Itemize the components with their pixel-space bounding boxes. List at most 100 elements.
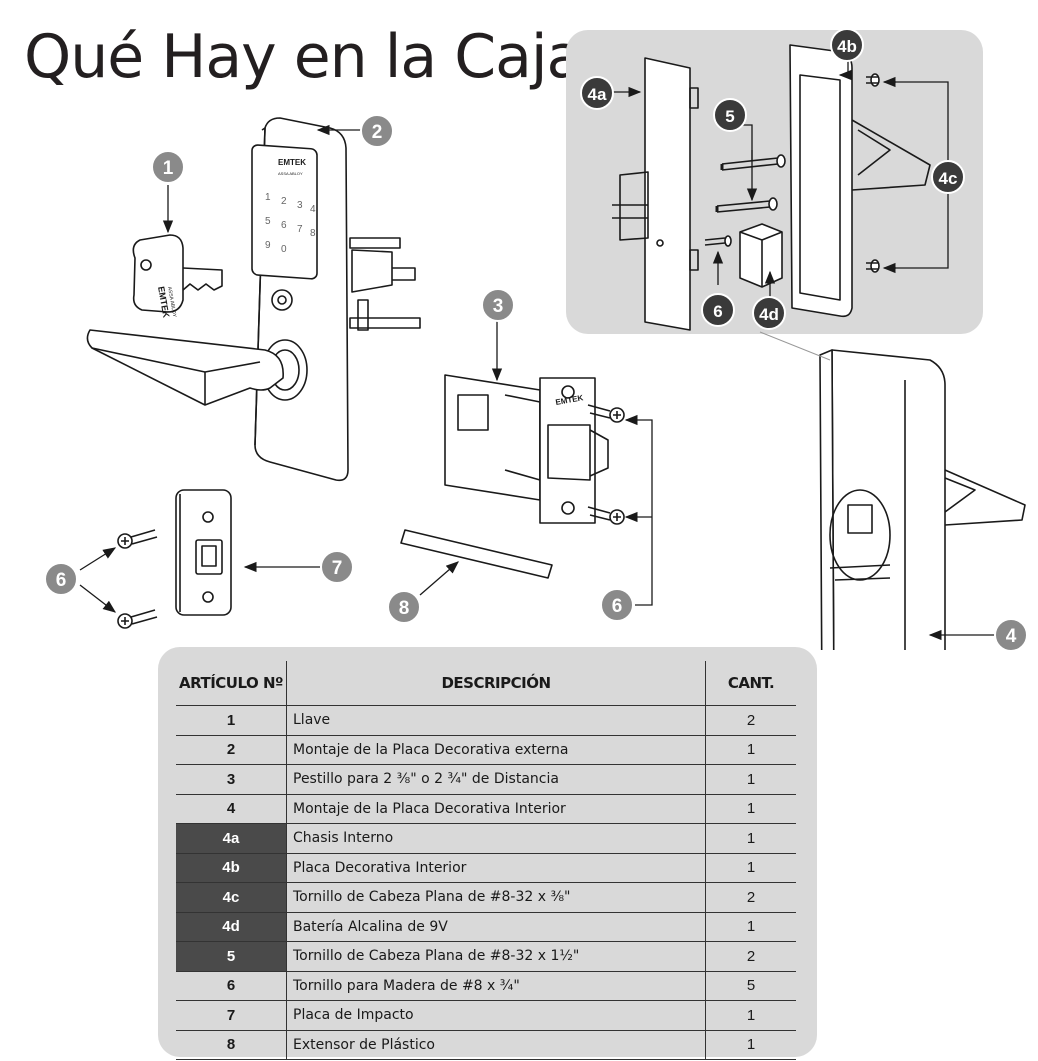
wood-screw-latch-bottom bbox=[587, 506, 625, 525]
row-item-number: 5 bbox=[176, 941, 287, 972]
row-description: Chasis Interno bbox=[286, 823, 706, 854]
row-quantity: 1 bbox=[705, 1000, 796, 1031]
keypad-digit: 4 bbox=[310, 204, 316, 215]
keypad-digit: 1 bbox=[265, 192, 271, 203]
leader-4c bbox=[890, 81, 949, 269]
keypad-sub-text: ASSA ABLOY bbox=[278, 171, 303, 176]
callout-badge-1: 1 bbox=[151, 150, 185, 184]
row-item-number: 4a bbox=[176, 823, 287, 854]
row-quantity: 2 bbox=[705, 705, 796, 736]
keypad-digit: 0 bbox=[281, 244, 287, 255]
page-title: Qué Hay en la Caja bbox=[24, 22, 583, 92]
callout-badge-2: 2 bbox=[360, 114, 394, 148]
header-item: ARTÍCULO Nº bbox=[176, 661, 287, 706]
row-quantity: 1 bbox=[705, 764, 796, 795]
row-quantity: 1 bbox=[705, 735, 796, 765]
wood-screw-latch-top bbox=[587, 404, 625, 423]
row-description: Extensor de Plástico bbox=[286, 1030, 706, 1060]
row-item-number: 1 bbox=[176, 705, 287, 736]
keypad-digit: 2 bbox=[281, 196, 287, 207]
flat-head-screw-top bbox=[720, 154, 786, 171]
leader-4b bbox=[838, 58, 852, 81]
callout-badge-7: 7 bbox=[320, 550, 354, 584]
header-qty: CANT. bbox=[705, 661, 796, 706]
row-description: Tornillo de Cabeza Plana de #8-32 x 1½" bbox=[286, 941, 706, 972]
interior-plate-illustration bbox=[789, 44, 931, 318]
row-quantity: 1 bbox=[705, 794, 796, 824]
leader-8 bbox=[419, 561, 459, 596]
callout-badge-6-inset: 6 bbox=[701, 293, 735, 327]
callout-badge-3: 3 bbox=[481, 288, 515, 322]
row-description: Llave bbox=[286, 705, 706, 736]
leader-6-bottom bbox=[79, 584, 117, 613]
callout-badge-4: 4 bbox=[994, 618, 1028, 652]
row-item-number: 3 bbox=[176, 764, 287, 795]
strike-plate-illustration bbox=[175, 489, 232, 616]
row-quantity: 1 bbox=[705, 823, 796, 854]
table-header-row: ARTÍCULO Nº DESCRIPCIÓN CANT. bbox=[176, 661, 796, 706]
row-quantity: 2 bbox=[705, 882, 796, 913]
row-description: Montaje de la Placa Decorativa externa bbox=[286, 735, 706, 765]
callout-badge-6-latch: 6 bbox=[600, 588, 634, 622]
leader-6-top bbox=[79, 547, 117, 571]
row-item-number: 8 bbox=[176, 1030, 287, 1060]
flat-head-screw-4c-top bbox=[866, 73, 880, 87]
row-description: Tornillo para Madera de #8 x ¾" bbox=[286, 971, 706, 1001]
key-sub-text: ASSA ABLOY bbox=[166, 286, 177, 318]
callout-badge-6-left: 6 bbox=[44, 562, 78, 596]
keypad-digits: 1 2 3 4 5 6 7 8 9 0 bbox=[265, 192, 316, 255]
callout-badge-5: 5 bbox=[713, 98, 747, 132]
keypad-digit: 9 bbox=[265, 240, 271, 251]
row-description: Montaje de la Placa Decorativa Interior bbox=[286, 794, 706, 824]
row-item-number: 2 bbox=[176, 735, 287, 765]
interior-escutcheon-illustration bbox=[819, 349, 1026, 650]
latch-illustration bbox=[444, 374, 609, 524]
callout-badge-4a: 4a bbox=[580, 76, 614, 110]
inset-connector-line bbox=[759, 331, 831, 361]
wood-screw-inset bbox=[704, 235, 732, 247]
row-item-number: 4 bbox=[176, 794, 287, 824]
header-description: DESCRIPCIÓN bbox=[286, 661, 706, 706]
row-quantity: 1 bbox=[705, 853, 796, 883]
row-description: Pestillo para 2 ⅜" o 2 ¾" de Distancia bbox=[286, 764, 706, 795]
row-item-number: 4d bbox=[176, 912, 287, 942]
row-item-number: 4c bbox=[176, 882, 287, 913]
exterior-escutcheon-illustration bbox=[86, 117, 421, 482]
callout-badge-4b: 4b bbox=[830, 28, 864, 62]
interior-chassis-illustration bbox=[612, 57, 699, 331]
keypad-digit: 6 bbox=[281, 220, 287, 231]
row-description: Placa Decorativa Interior bbox=[286, 853, 706, 883]
parts-diagram: EMTEK ASSA ABLOY EMTEK ASSA ABLOY EMTEK … bbox=[79, 44, 1026, 650]
key-illustration bbox=[132, 234, 223, 313]
row-quantity: 1 bbox=[705, 912, 796, 942]
callout-badge-4d: 4d bbox=[752, 296, 786, 330]
keypad-digit: 7 bbox=[297, 224, 303, 235]
row-description: Placa de Impacto bbox=[286, 1000, 706, 1031]
row-quantity: 2 bbox=[705, 941, 796, 972]
plastic-extender-illustration bbox=[400, 529, 553, 579]
row-quantity: 5 bbox=[705, 971, 796, 1001]
callout-badge-8: 8 bbox=[387, 590, 421, 624]
flat-head-screw-bottom bbox=[715, 197, 778, 213]
battery-illustration bbox=[739, 223, 783, 288]
flat-head-screw-4c-bottom bbox=[866, 259, 880, 273]
row-item-number: 6 bbox=[176, 971, 287, 1001]
keypad-digit: 5 bbox=[265, 216, 271, 227]
row-quantity: 1 bbox=[705, 1030, 796, 1060]
row-description: Batería Alcalina de 9V bbox=[286, 912, 706, 942]
keypad-digit: 3 bbox=[297, 200, 303, 211]
